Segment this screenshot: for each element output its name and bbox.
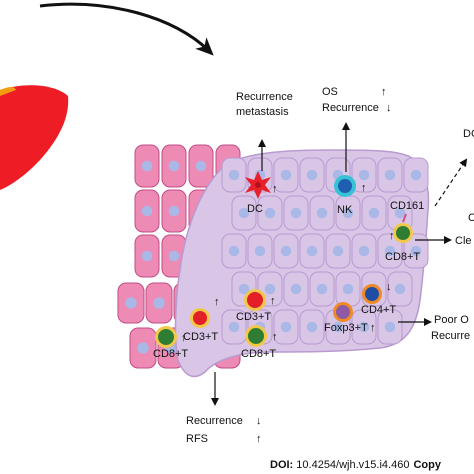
doi-value: 10.4254/wjh.v15.i4.460 — [293, 459, 409, 471]
cd8-right-arrow: ↑ — [389, 230, 395, 242]
recurre-label: Recurre — [431, 330, 470, 342]
cell-nucleus — [228, 245, 240, 257]
cell-nucleus — [394, 207, 406, 219]
cd8-t-cell-mid — [245, 325, 267, 347]
cd3-t-cell-mid — [244, 289, 266, 311]
cell-nucleus — [125, 297, 137, 309]
cell-nucleus — [384, 321, 396, 333]
cell-nucleus — [394, 283, 406, 295]
cell-nucleus — [306, 245, 318, 257]
recurrence-label: Recurrence — [322, 102, 379, 114]
recurrence-metastasis-label-2: metastasis — [236, 106, 289, 118]
cell-nucleus — [137, 342, 149, 354]
cell-nucleus — [358, 245, 370, 257]
os-up-arrow: ↑ — [381, 86, 387, 98]
cell-nucleus — [280, 245, 292, 257]
recurrence-down-arrow: ↓ — [386, 102, 392, 114]
cell-nucleus — [168, 160, 180, 172]
cell-nucleus — [384, 169, 396, 181]
cell-nucleus — [290, 207, 302, 219]
text-labels: Recurrence metastasis OS ↑ Recurrence ↓ … — [153, 86, 474, 445]
cell-nucleus — [358, 169, 370, 181]
cell-nucleus — [368, 207, 380, 219]
cd8-right-label: CD8+T — [385, 251, 420, 263]
cd8-t-cell-left — [155, 326, 177, 348]
bottom-recurrence-label: Recurrence — [186, 415, 243, 427]
cell-nucleus — [280, 169, 292, 181]
cd8-left-label: CD8+T — [153, 348, 188, 360]
cell-nucleus — [141, 160, 153, 172]
cell-nucleus — [342, 207, 354, 219]
cell-nucleus — [141, 250, 153, 262]
cd4-label: CD4+T — [361, 304, 396, 316]
liver-to-tissue-arrow — [39, 2, 214, 56]
cell-nucleus — [316, 207, 328, 219]
dc-label: DC — [247, 203, 263, 215]
doi-prefix: DOI: — [270, 459, 293, 471]
cell-nucleus — [332, 245, 344, 257]
cd8-left-arrow: ↑ — [181, 332, 187, 344]
cell-nucleus — [342, 283, 354, 295]
cd3-left-label: CD3+T — [183, 331, 218, 343]
cell-nucleus — [306, 169, 318, 181]
partial-cle-label: Cle — [455, 235, 472, 247]
nk-cell — [334, 175, 356, 197]
cd161-label: CD161 — [390, 200, 424, 212]
cell-nucleus — [358, 321, 370, 333]
cd8-mid-arrow: ↑ — [272, 331, 278, 343]
cell-nucleus — [280, 321, 292, 333]
dendritic-cell — [245, 171, 271, 199]
cell-nucleus — [141, 205, 153, 217]
partial-dc-label: DC — [463, 128, 474, 140]
nk-label: NK — [337, 204, 353, 216]
foxp3-arrow: ↑ — [370, 322, 376, 334]
cell-nucleus — [384, 245, 396, 257]
cell-nucleus — [168, 250, 180, 262]
cell-nucleus — [195, 160, 207, 172]
foxp3-t-cell — [333, 302, 353, 322]
cd3-left-arrow: ↑ — [214, 296, 220, 308]
bottom-recurrence-arrow: ↓ — [256, 415, 262, 427]
cd4-t-cell — [362, 284, 382, 304]
dc-arrow: ↑ — [272, 183, 278, 195]
cell-nucleus — [264, 207, 276, 219]
doi-footer: DOI: 10.4254/wjh.v15.i4.460 Copy — [270, 459, 442, 471]
cell-nucleus — [290, 283, 302, 295]
os-label: OS — [322, 86, 338, 98]
cd8-t-cell-right — [393, 213, 413, 243]
cd3-mid-arrow: ↑ — [270, 295, 276, 307]
cell-nucleus — [228, 321, 240, 333]
cell-nucleus — [410, 245, 422, 257]
connector-lines — [211, 122, 468, 406]
cell-nucleus — [228, 169, 240, 181]
liver-shape — [0, 85, 69, 190]
cell-nucleus — [332, 321, 344, 333]
rfs-label: RFS — [186, 433, 208, 445]
tumor-cell-group — [221, 157, 429, 345]
cell-nucleus — [238, 207, 250, 219]
cell-nucleus — [264, 283, 276, 295]
cell-nucleus — [254, 245, 266, 257]
cd8-mid-label: CD8+T — [241, 348, 276, 360]
cell-nucleus — [410, 169, 422, 181]
doi-copy: Copy — [413, 459, 441, 471]
recurrence-metastasis-label-1: Recurrence — [236, 91, 293, 103]
cell-nucleus — [316, 283, 328, 295]
cd4-arrow: ↓ — [386, 281, 392, 293]
nk-arrow: ↑ — [361, 182, 367, 194]
cell-nucleus — [153, 297, 165, 309]
rfs-arrow: ↑ — [256, 433, 262, 445]
cell-nucleus — [306, 321, 318, 333]
partial-c-label: C — [468, 212, 474, 224]
cd3-t-cell-left — [190, 308, 210, 328]
cd3-mid-label: CD3+T — [236, 311, 271, 323]
cell-nucleus — [238, 283, 250, 295]
cell-nucleus — [168, 205, 180, 217]
foxp3-label: Foxp3+T — [324, 322, 368, 334]
poor-os-label: Poor O — [434, 314, 469, 326]
